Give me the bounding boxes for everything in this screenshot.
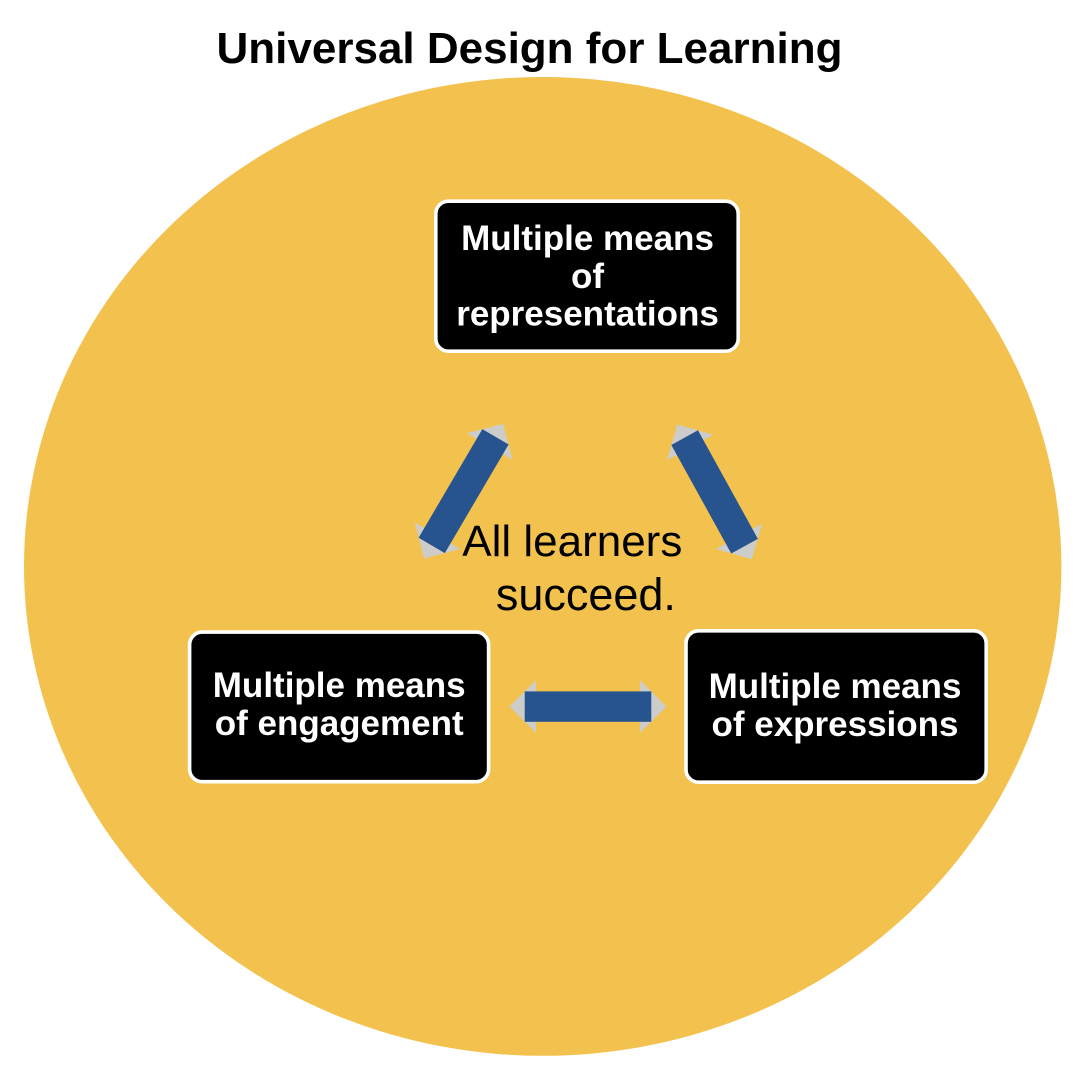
svg-text:Universal Design for Learning: Universal Design for Learning xyxy=(217,24,843,73)
svg-text:representations: representations xyxy=(456,295,719,334)
svg-text:of expressions: of expressions xyxy=(711,705,958,744)
svg-text:Multiple means: Multiple means xyxy=(461,219,714,258)
svg-text:succeed.: succeed. xyxy=(496,569,676,620)
svg-text:Multiple means: Multiple means xyxy=(213,666,466,705)
svg-text:All learners: All learners xyxy=(462,517,682,566)
svg-text:of engagement: of engagement xyxy=(215,704,464,743)
svg-text:Multiple means: Multiple means xyxy=(709,667,962,706)
svg-text:of: of xyxy=(571,257,604,296)
